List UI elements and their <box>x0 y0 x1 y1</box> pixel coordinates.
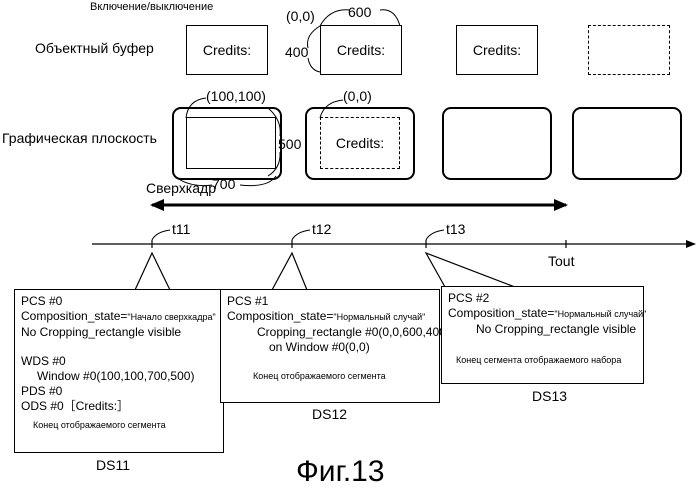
ds13-pointer <box>426 253 515 287</box>
ds12-end: Конец отображаемого сегмента <box>227 369 433 384</box>
ds11-pointer <box>135 253 170 290</box>
ds12-state: Composition_state="Нормальный случай" <box>227 309 433 325</box>
ds11-caption: DS11 <box>96 457 130 473</box>
ds12-on-window: on Window #0(0,0) <box>227 340 433 355</box>
ds12-pointer <box>272 253 307 290</box>
graphics-origin-arc-2 <box>320 100 343 118</box>
object-height-arc <box>308 26 321 48</box>
ds13-segment: PCS #2 Composition_state="Нормальный слу… <box>441 286 644 384</box>
figure-caption: Фиг.13 <box>296 455 385 489</box>
ds13-end: Конец сегмента отображаемого набора <box>448 353 637 368</box>
ds11-end: Конец отображаемого сегмента <box>21 418 217 433</box>
tout-label: Tout <box>548 253 574 269</box>
graphics-width-arc-2 <box>240 176 276 186</box>
graphics-height-arc <box>268 108 280 136</box>
object-height-arc-2 <box>308 58 320 72</box>
t12-label: t12 <box>312 221 331 237</box>
object-width-arc <box>320 10 350 26</box>
ds11-segment: PCS #0 Composition_state="Начало сверхка… <box>14 289 224 453</box>
ds11-pcs: PCS #0 <box>21 294 217 309</box>
time-axis-arrowhead <box>686 240 696 248</box>
ds12-cropping: Cropping_rectangle #0(0,0,600,400) <box>227 325 433 340</box>
superframe-label: Сверхкадр <box>146 180 216 196</box>
t12-leader <box>292 230 310 240</box>
ds13-pcs: PCS #2 <box>448 291 637 306</box>
ds13-state: Composition_state="Нормальный случай" <box>448 306 637 322</box>
superframe-arrow-left <box>150 199 164 211</box>
t11-label: t11 <box>172 221 190 237</box>
ds12-pcs: PCS #1 <box>227 294 433 309</box>
ds11-cropping: No Cropping_rectangle visible <box>21 325 217 340</box>
ds11-wds: WDS #0 <box>21 354 217 369</box>
ds11-pds: PDS #0 <box>21 384 217 399</box>
graphics-height-arc-2 <box>268 152 280 176</box>
ds12-caption: DS12 <box>312 406 347 422</box>
t13-leader <box>426 230 444 240</box>
ds11-state: Composition_state="Начало сверхкадра" <box>21 309 217 325</box>
ds12-segment: PCS #1 Composition_state="Нормальный слу… <box>220 289 440 403</box>
object-width-arc-2 <box>380 10 400 26</box>
t13-label: t13 <box>446 221 465 237</box>
ds13-cropping: No Cropping_rectangle visible <box>448 322 637 337</box>
t11-leader <box>152 230 170 240</box>
graphics-origin-arc <box>186 98 206 118</box>
ds11-window: Window #0(100,100,700,500) <box>21 369 217 384</box>
ds11-ods: ODS #0［Credits:］ <box>21 399 217 414</box>
ds13-caption: DS13 <box>532 388 567 404</box>
superframe-arrow-right <box>554 199 568 211</box>
